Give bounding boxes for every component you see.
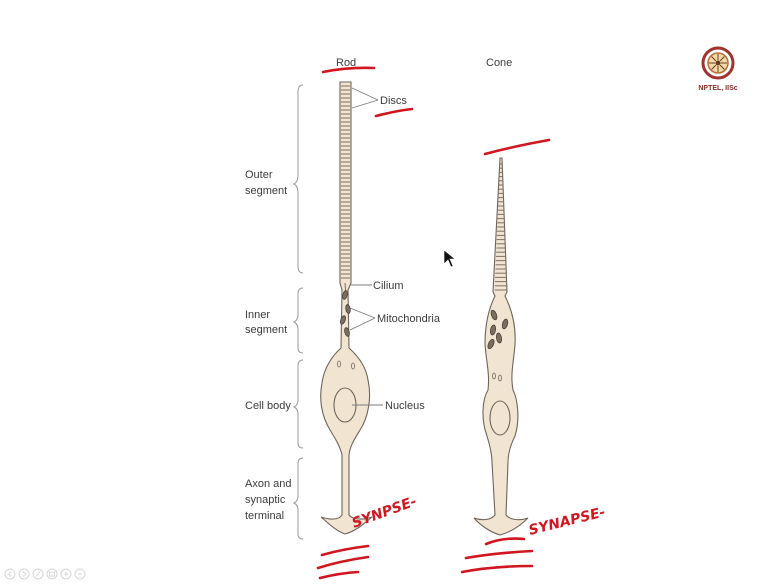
inner-segment-label: Inner [245, 309, 270, 321]
zoom-in-icon[interactable] [61, 569, 71, 579]
cone-cell [474, 158, 528, 535]
pen-icon[interactable] [33, 569, 43, 579]
cone-ink-note: SYNAPSE- [527, 504, 607, 539]
player-controls [5, 569, 85, 579]
nucleus-label: Nucleus [385, 400, 425, 412]
logo-text: NPTEL, IISc [698, 85, 737, 92]
mitochondria-leader [350, 308, 375, 330]
axon-label-2: synaptic [245, 494, 286, 506]
prev-icon[interactable] [5, 569, 15, 579]
nptel-logo: NPTEL, IISc [698, 48, 737, 92]
discs-leader [352, 88, 378, 108]
axon-brace [294, 458, 303, 539]
cell-body-brace [294, 360, 303, 448]
ink-lines-cone [462, 539, 532, 572]
zoom-out-icon[interactable] [75, 569, 85, 579]
cilium-label: Cilium [373, 280, 404, 292]
outer-segment-label: Outer [245, 169, 273, 181]
ink-underline-discs [376, 109, 412, 116]
play-icon[interactable] [19, 569, 29, 579]
inner-segment-brace [294, 288, 303, 353]
rod-ink-note: SYNPSE- [350, 494, 419, 532]
rod-cell [321, 82, 372, 534]
inner-segment-label-2: segment [245, 324, 287, 336]
axon-label-1: Axon and [245, 478, 291, 490]
camera-icon[interactable] [47, 569, 57, 579]
ink-lines-rod [318, 546, 368, 578]
ink-mark-cone [485, 140, 549, 154]
mitochondria-label: Mitochondria [377, 313, 441, 325]
mouse-cursor-icon [444, 250, 455, 267]
outer-segment-label-2: segment [245, 185, 287, 197]
discs-label: Discs [380, 95, 407, 107]
cell-body-label: Cell body [245, 400, 291, 412]
cone-nucleus [490, 401, 510, 435]
ink-underline-rod [323, 68, 374, 72]
outer-segment-brace [294, 85, 303, 273]
axon-label-3: terminal [245, 510, 284, 522]
cone-column-title: Cone [486, 57, 512, 69]
